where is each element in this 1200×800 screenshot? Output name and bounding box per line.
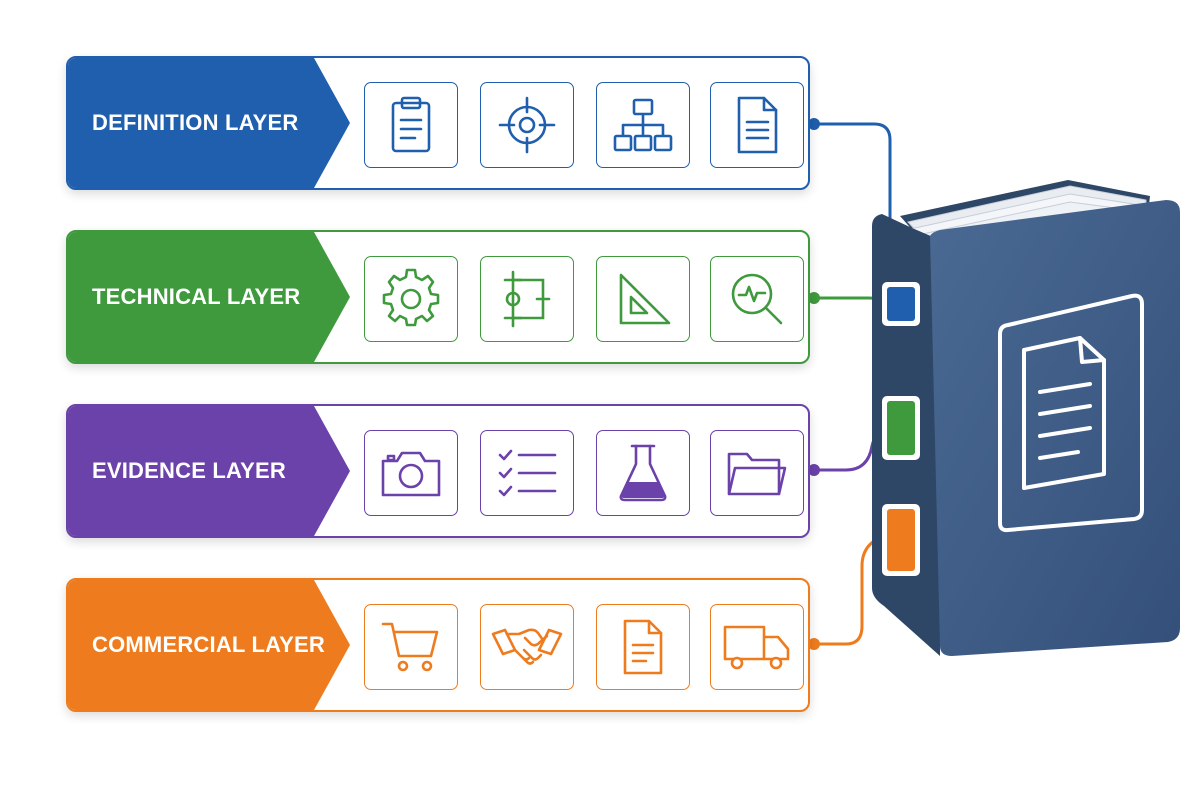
target-icon (496, 94, 558, 156)
layer-definition: DEFINITION LAYER (66, 56, 810, 190)
icon-tile (596, 604, 690, 690)
clipboard-icon (382, 94, 440, 156)
gear-icon (380, 268, 442, 330)
binder-cover-frame (998, 293, 1144, 533)
circuit-diagram-icon (495, 268, 559, 330)
layer-label: COMMERCIAL LAYER (92, 632, 325, 657)
org-chart-icon (611, 95, 675, 155)
layer-commercial: COMMERCIAL LAYER (66, 578, 810, 712)
icon-tile (480, 256, 574, 342)
connector-definition (814, 122, 892, 232)
shopping-cart-icon (379, 618, 443, 676)
layer-label: EVIDENCE LAYER (92, 458, 286, 483)
layer-label: TECHNICAL LAYER (92, 284, 301, 309)
icon-tile (710, 256, 804, 342)
set-square-icon (613, 269, 673, 329)
camera-icon (379, 445, 443, 501)
document-icon (731, 94, 783, 156)
icon-tile (364, 604, 458, 690)
magnifier-pulse-icon (725, 268, 789, 330)
icon-tile (480, 430, 574, 516)
flask-icon (615, 442, 671, 504)
layer-evidence: EVIDENCE LAYER (66, 404, 810, 538)
icon-tile (480, 82, 574, 168)
icon-tile (364, 82, 458, 168)
icon-tile (710, 82, 804, 168)
binder-tab-green (882, 396, 920, 460)
folder-icon (725, 446, 789, 500)
layer-banner: DEFINITION LAYER (68, 58, 350, 188)
icon-tile (480, 604, 574, 690)
handshake-icon (491, 620, 563, 674)
checklist-icon (495, 444, 559, 502)
icon-tile (596, 82, 690, 168)
connector-dot-evidence (808, 464, 820, 476)
layer-banner: COMMERCIAL LAYER (68, 580, 350, 710)
document-icon (1022, 336, 1106, 490)
binder-tab-blue (882, 282, 920, 326)
layer-technical: TECHNICAL LAYER (66, 230, 810, 364)
binder-tab-orange (882, 504, 920, 576)
icon-tile (596, 430, 690, 516)
binder-cover (930, 200, 1180, 656)
layer-banner: EVIDENCE LAYER (68, 406, 350, 536)
connector-dot-definition (808, 118, 820, 130)
icon-tile (364, 430, 458, 516)
layer-label: DEFINITION LAYER (92, 110, 299, 135)
icon-tile (364, 256, 458, 342)
icon-tile (710, 604, 804, 690)
invoice-icon (618, 617, 668, 677)
delivery-truck-icon (722, 621, 792, 673)
icon-tile (710, 430, 804, 516)
connector-dot-technical (808, 292, 820, 304)
layer-banner: TECHNICAL LAYER (68, 232, 350, 362)
icon-tile (596, 256, 690, 342)
connector-dot-commercial (808, 638, 820, 650)
